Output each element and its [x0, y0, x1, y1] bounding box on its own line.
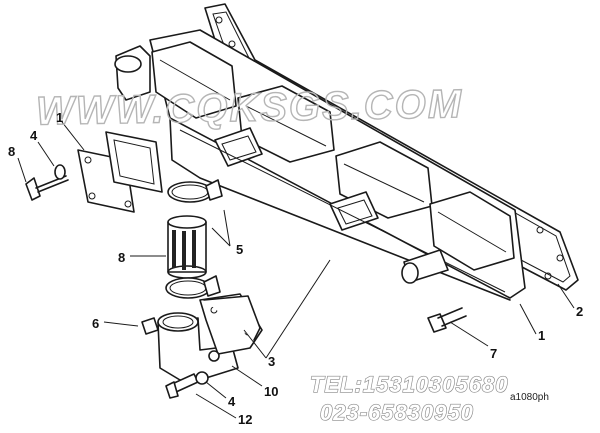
callout-8: 8	[118, 250, 125, 265]
figure-reference: a1080ph	[510, 392, 549, 403]
callout-labels: 8 4 1 5 8 6 3 10 4 12 7 1 2	[8, 110, 583, 427]
callout-1-left: 1	[56, 110, 63, 125]
bolt-9	[25, 175, 69, 201]
callout-12: 12	[238, 412, 252, 427]
washer-4-lower	[195, 371, 209, 385]
callout-5: 5	[236, 242, 243, 257]
callout-2: 2	[576, 304, 583, 319]
leader-lines	[17, 121, 575, 419]
hose-clamp-lower	[165, 275, 221, 299]
hose-clamp-upper	[167, 179, 223, 203]
callout-4-upper: 4	[30, 128, 38, 143]
callout-10: 10	[264, 384, 278, 399]
plug-6	[141, 317, 159, 335]
contact-phone: 023-65830950	[320, 400, 474, 425]
watermark-text: WWW.CQKSGS.COM	[36, 82, 464, 133]
callout-6: 6	[92, 316, 99, 331]
contact-tel: TEL:15310305680	[310, 372, 508, 397]
cover-gasket	[105, 131, 163, 193]
callout-9: 8	[8, 144, 15, 159]
exhaust-manifold	[114, 29, 526, 301]
callout-4-lower: 4	[228, 394, 236, 409]
sleeve-8	[167, 215, 207, 279]
callout-3: 3	[268, 354, 275, 369]
washer-4-upper	[54, 164, 66, 180]
callout-7: 7	[490, 346, 497, 361]
elbow-connection	[157, 293, 263, 381]
bolt-7	[427, 307, 467, 333]
callout-1-right: 1	[538, 328, 545, 343]
